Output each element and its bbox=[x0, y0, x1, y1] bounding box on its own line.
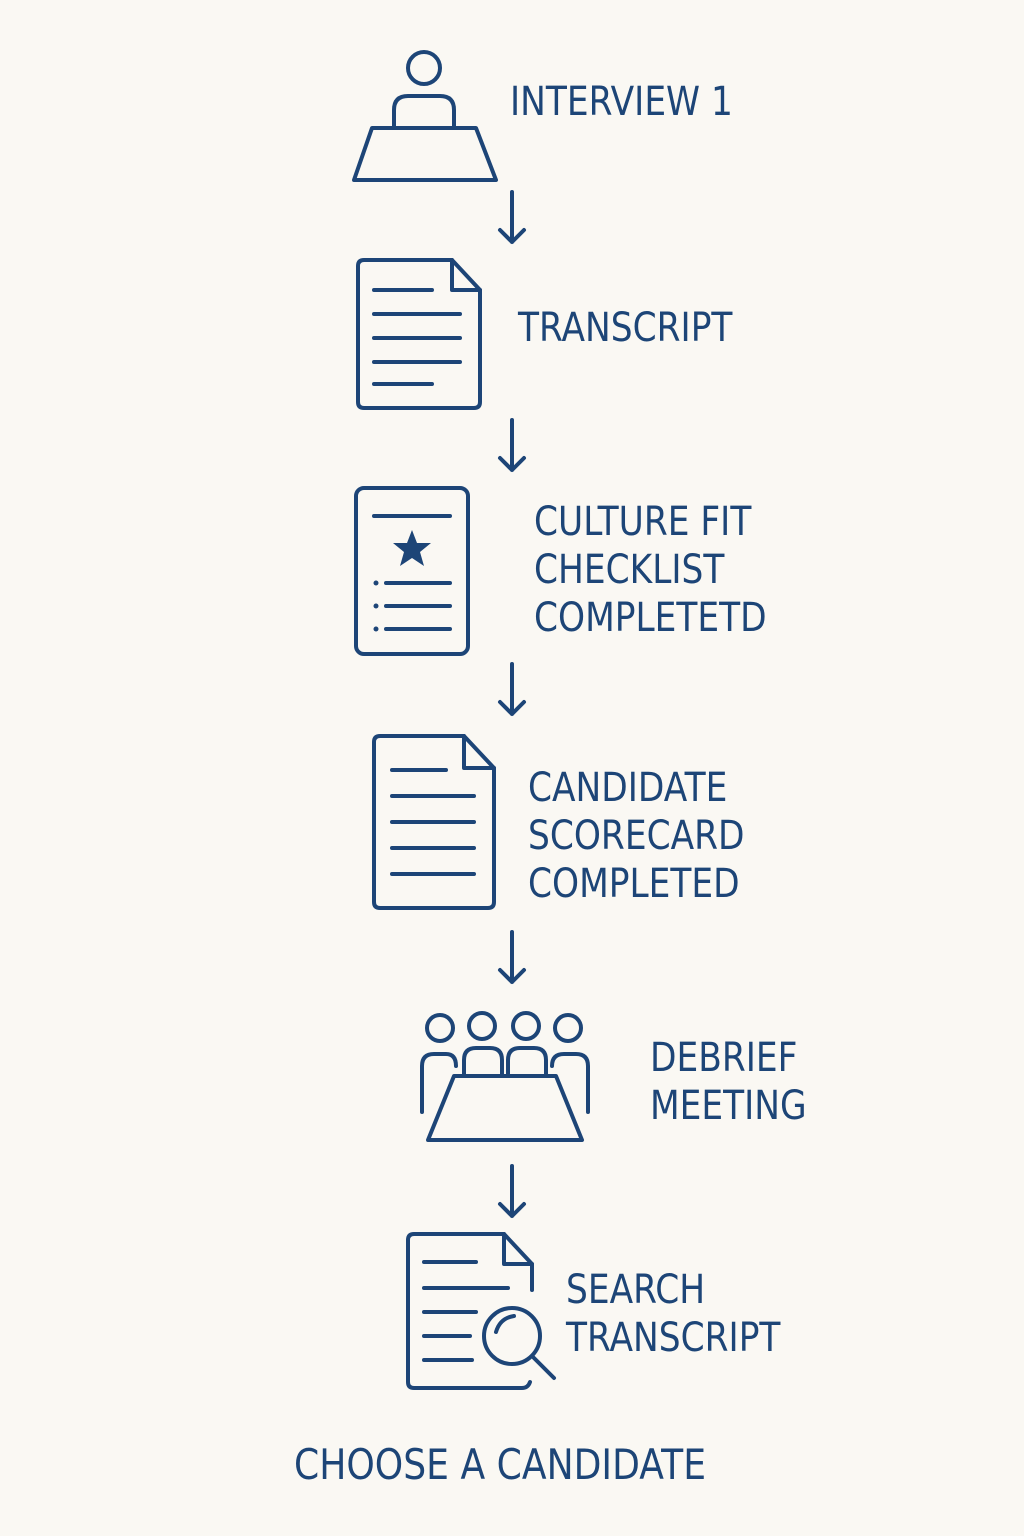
search-document-icon bbox=[404, 1232, 560, 1392]
down-arrow-icon bbox=[496, 662, 528, 722]
down-arrow-icon bbox=[496, 930, 528, 990]
down-arrow-icon bbox=[496, 418, 528, 478]
step-label-scorecard: CANDIDATE SCORECARD COMPLETED bbox=[528, 765, 745, 907]
meeting-table-icon bbox=[416, 1010, 592, 1146]
document-icon bbox=[370, 734, 498, 912]
down-arrow-icon bbox=[496, 190, 528, 250]
checklist-star-icon bbox=[352, 486, 472, 658]
document-icon bbox=[352, 258, 484, 412]
step-label-debrief: DEBRIEF MEETING bbox=[650, 1035, 807, 1129]
step-label-interview: INTERVIEW 1 bbox=[510, 79, 733, 125]
step-label-transcript: TRANSCRIPT bbox=[518, 305, 733, 351]
final-step-label: CHOOSE A CANDIDATE bbox=[294, 1440, 707, 1489]
step-label-search: SEARCH TRANSCRIPT bbox=[566, 1267, 781, 1361]
down-arrow-icon bbox=[496, 1164, 528, 1224]
interviewer-at-podium-icon bbox=[350, 48, 500, 184]
step-label-culture-fit: CULTURE FIT CHECKLIST COMPLETETD bbox=[534, 499, 767, 641]
